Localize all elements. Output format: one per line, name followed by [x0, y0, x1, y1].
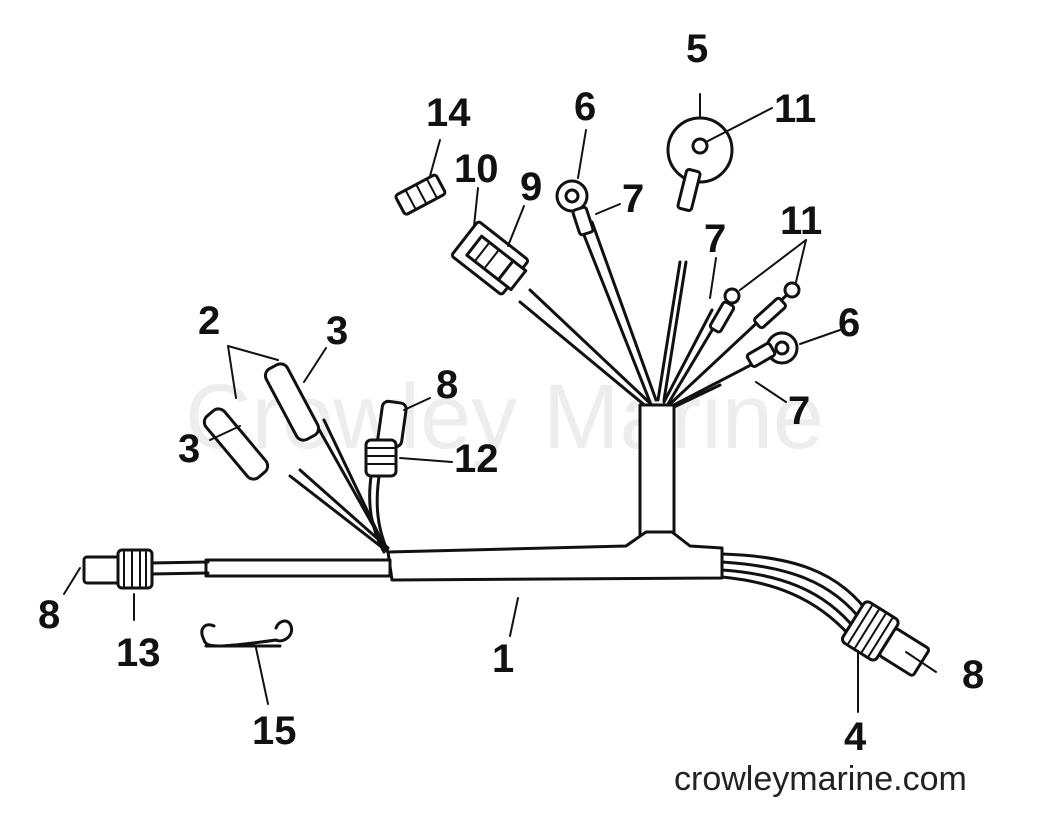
plug-connector — [450, 220, 530, 296]
callout-8-right: 8 — [962, 653, 984, 697]
callout-7-lower: 7 — [788, 389, 810, 433]
left-fan-wires — [288, 418, 390, 554]
callout-15: 15 — [252, 709, 297, 753]
ring-terminal-upper — [555, 179, 595, 237]
callout-4: 4 — [844, 715, 867, 759]
center-terminal — [364, 399, 408, 478]
callout-9: 9 — [520, 165, 542, 209]
callout-14: 14 — [426, 91, 471, 135]
callout-6-upper: 6 — [574, 85, 596, 129]
ring-terminal-lower — [745, 331, 799, 368]
callout-8-left: 8 — [38, 593, 60, 637]
callout-8-center: 8 — [436, 363, 458, 407]
callout-3-lower: 3 — [178, 427, 200, 471]
callout-6-lower: 6 — [838, 301, 860, 345]
callout-2: 2 — [198, 299, 220, 343]
callout-13: 13 — [116, 631, 161, 675]
callout-labels: 1 2 3 3 4 5 6 6 7 7 7 8 8 8 9 10 11 11 1… — [38, 27, 984, 759]
main-harness-body — [386, 530, 724, 582]
site-label: crowleymarine.com — [674, 760, 967, 798]
callout-11-lower: 11 — [780, 199, 822, 243]
callout-12: 12 — [454, 437, 499, 481]
left-connector — [82, 548, 154, 590]
callout-11-upper: 11 — [774, 87, 816, 131]
leader-lines — [63, 93, 937, 713]
left-harness-section — [204, 558, 392, 578]
grommet-part — [666, 116, 734, 212]
right-cable — [720, 552, 874, 638]
callout-10: 10 — [454, 147, 499, 191]
callout-1: 1 — [492, 637, 514, 681]
spring-clip — [200, 619, 293, 648]
callout-7-middle: 7 — [704, 217, 726, 261]
bullet-terminal-upper — [263, 362, 321, 442]
eyelet-terminals — [708, 281, 801, 334]
right-connector — [841, 600, 931, 677]
callout-7-upper: 7 — [622, 177, 644, 221]
callout-5: 5 — [686, 27, 708, 71]
bullet-terminal-lower — [202, 407, 270, 481]
clip-part — [394, 173, 447, 216]
callout-3-upper: 3 — [326, 309, 348, 353]
